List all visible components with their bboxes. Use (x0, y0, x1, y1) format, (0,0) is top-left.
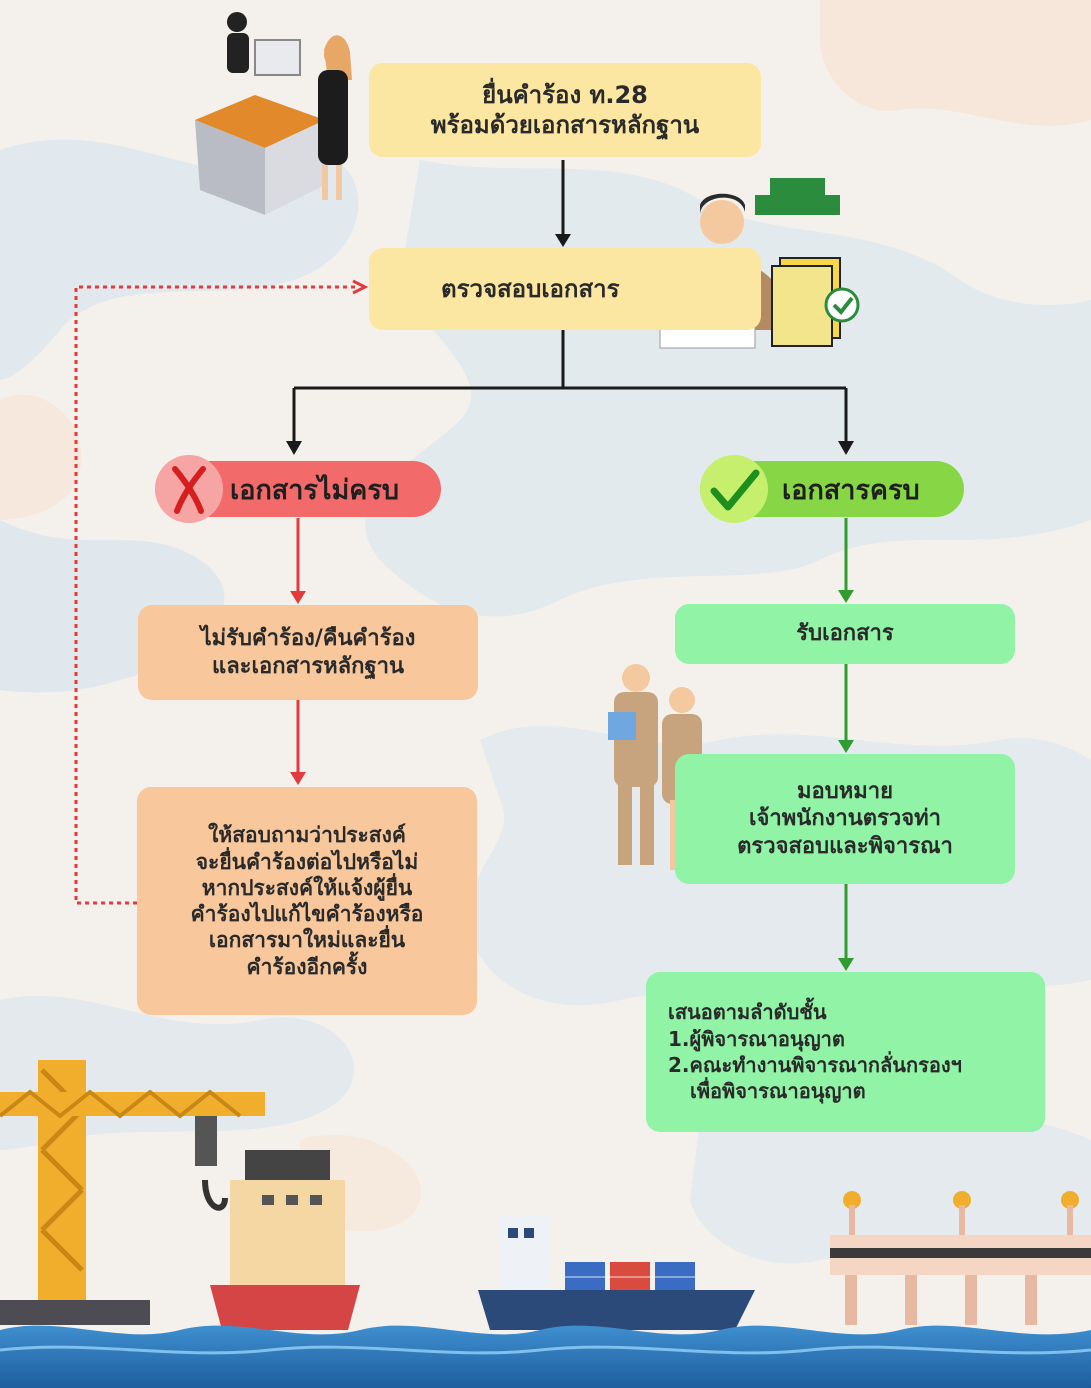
step-assign-officer: มอบหมาย เจ้าพนักงานตรวจท่า ตรวจสอบและพิจ… (675, 754, 1015, 884)
flow-connectors (74, 160, 854, 971)
step-propose-item-2-cont: เพื่อพิจารณาอนุญาต (690, 1079, 866, 1104)
incomplete-label: เอกสารไม่ครบ (230, 474, 400, 506)
step-ask-line-3: หากประสงค์ให้แจ้งผู้ยื่น (201, 875, 413, 900)
step-submit-application: ยื่นคำร้อง ท.28 พร้อมด้วยเอกสารหลักฐาน (369, 63, 761, 157)
step-ask-line-2: จะยื่นคำร้องต่อไปหรือไม่ (195, 849, 419, 874)
step-assign-line-1: มอบหมาย (797, 778, 893, 804)
sea-illustration (0, 1325, 1091, 1388)
complete-label: เอกสารครบ (782, 474, 920, 506)
cargo-ship-illustration (478, 1215, 755, 1330)
step-accept-label: รับเอกสาร (796, 621, 894, 647)
step-reject-line-2: และเอกสารหลักฐาน (212, 653, 404, 679)
step-ask-line-6: คำร้องอีกครั้ง (246, 954, 368, 979)
step-check-documents: ตรวจสอบเอกสาร (369, 248, 761, 330)
step-accept-documents: รับเอกสาร (675, 604, 1015, 664)
complete-badge (700, 455, 768, 523)
pier-illustration (830, 1191, 1091, 1325)
step-ask-line-5: เอกสารมาใหม่และยื่น (208, 928, 406, 953)
reception-desk-illustration (195, 12, 352, 215)
step-ask-line-1: ให้สอบถามว่าประสงค์ (208, 823, 406, 848)
step-propose-item-1: 1.ผู้พิจารณาอนุญาต (668, 1026, 845, 1051)
step-assign-line-2: เจ้าพนักงานตรวจท่า (749, 806, 941, 832)
step-reject-line-1: ไม่รับคำร้อง/คืนคำร้อง (200, 626, 416, 651)
step-check-label: ตรวจสอบเอกสาร (441, 275, 620, 303)
tug-boat-illustration (210, 1150, 360, 1330)
step-reject-application: ไม่รับคำร้อง/คืนคำร้อง และเอกสารหลักฐาน (138, 605, 478, 700)
crane-illustration (0, 1060, 265, 1325)
cross-icon (172, 466, 206, 514)
step-propose-title: เสนอตามลำดับชั้น (668, 1000, 827, 1025)
incomplete-badge (155, 455, 223, 523)
step-ask-intention: ให้สอบถามว่าประสงค์ จะยื่นคำร้องต่อไปหรื… (137, 787, 477, 1015)
step-submit-line-1: ยื่นคำร้อง ท.28 (482, 81, 648, 109)
step-assign-line-3: ตรวจสอบและพิจารณา (737, 833, 953, 859)
step-submit-line-2: พร้อมด้วยเอกสารหลักฐาน (430, 111, 700, 139)
check-icon (710, 469, 760, 511)
step-ask-line-4: คำร้องไปแก้ไขคำร้องหรือ (190, 902, 424, 926)
step-propose-item-2: 2.คณะทำงานพิจารณากลั่นกรองฯ (668, 1053, 962, 1077)
step-propose-hierarchy: เสนอตามลำดับชั้น 1.ผู้พิจารณาอนุญาต 2.คณ… (646, 972, 1045, 1132)
